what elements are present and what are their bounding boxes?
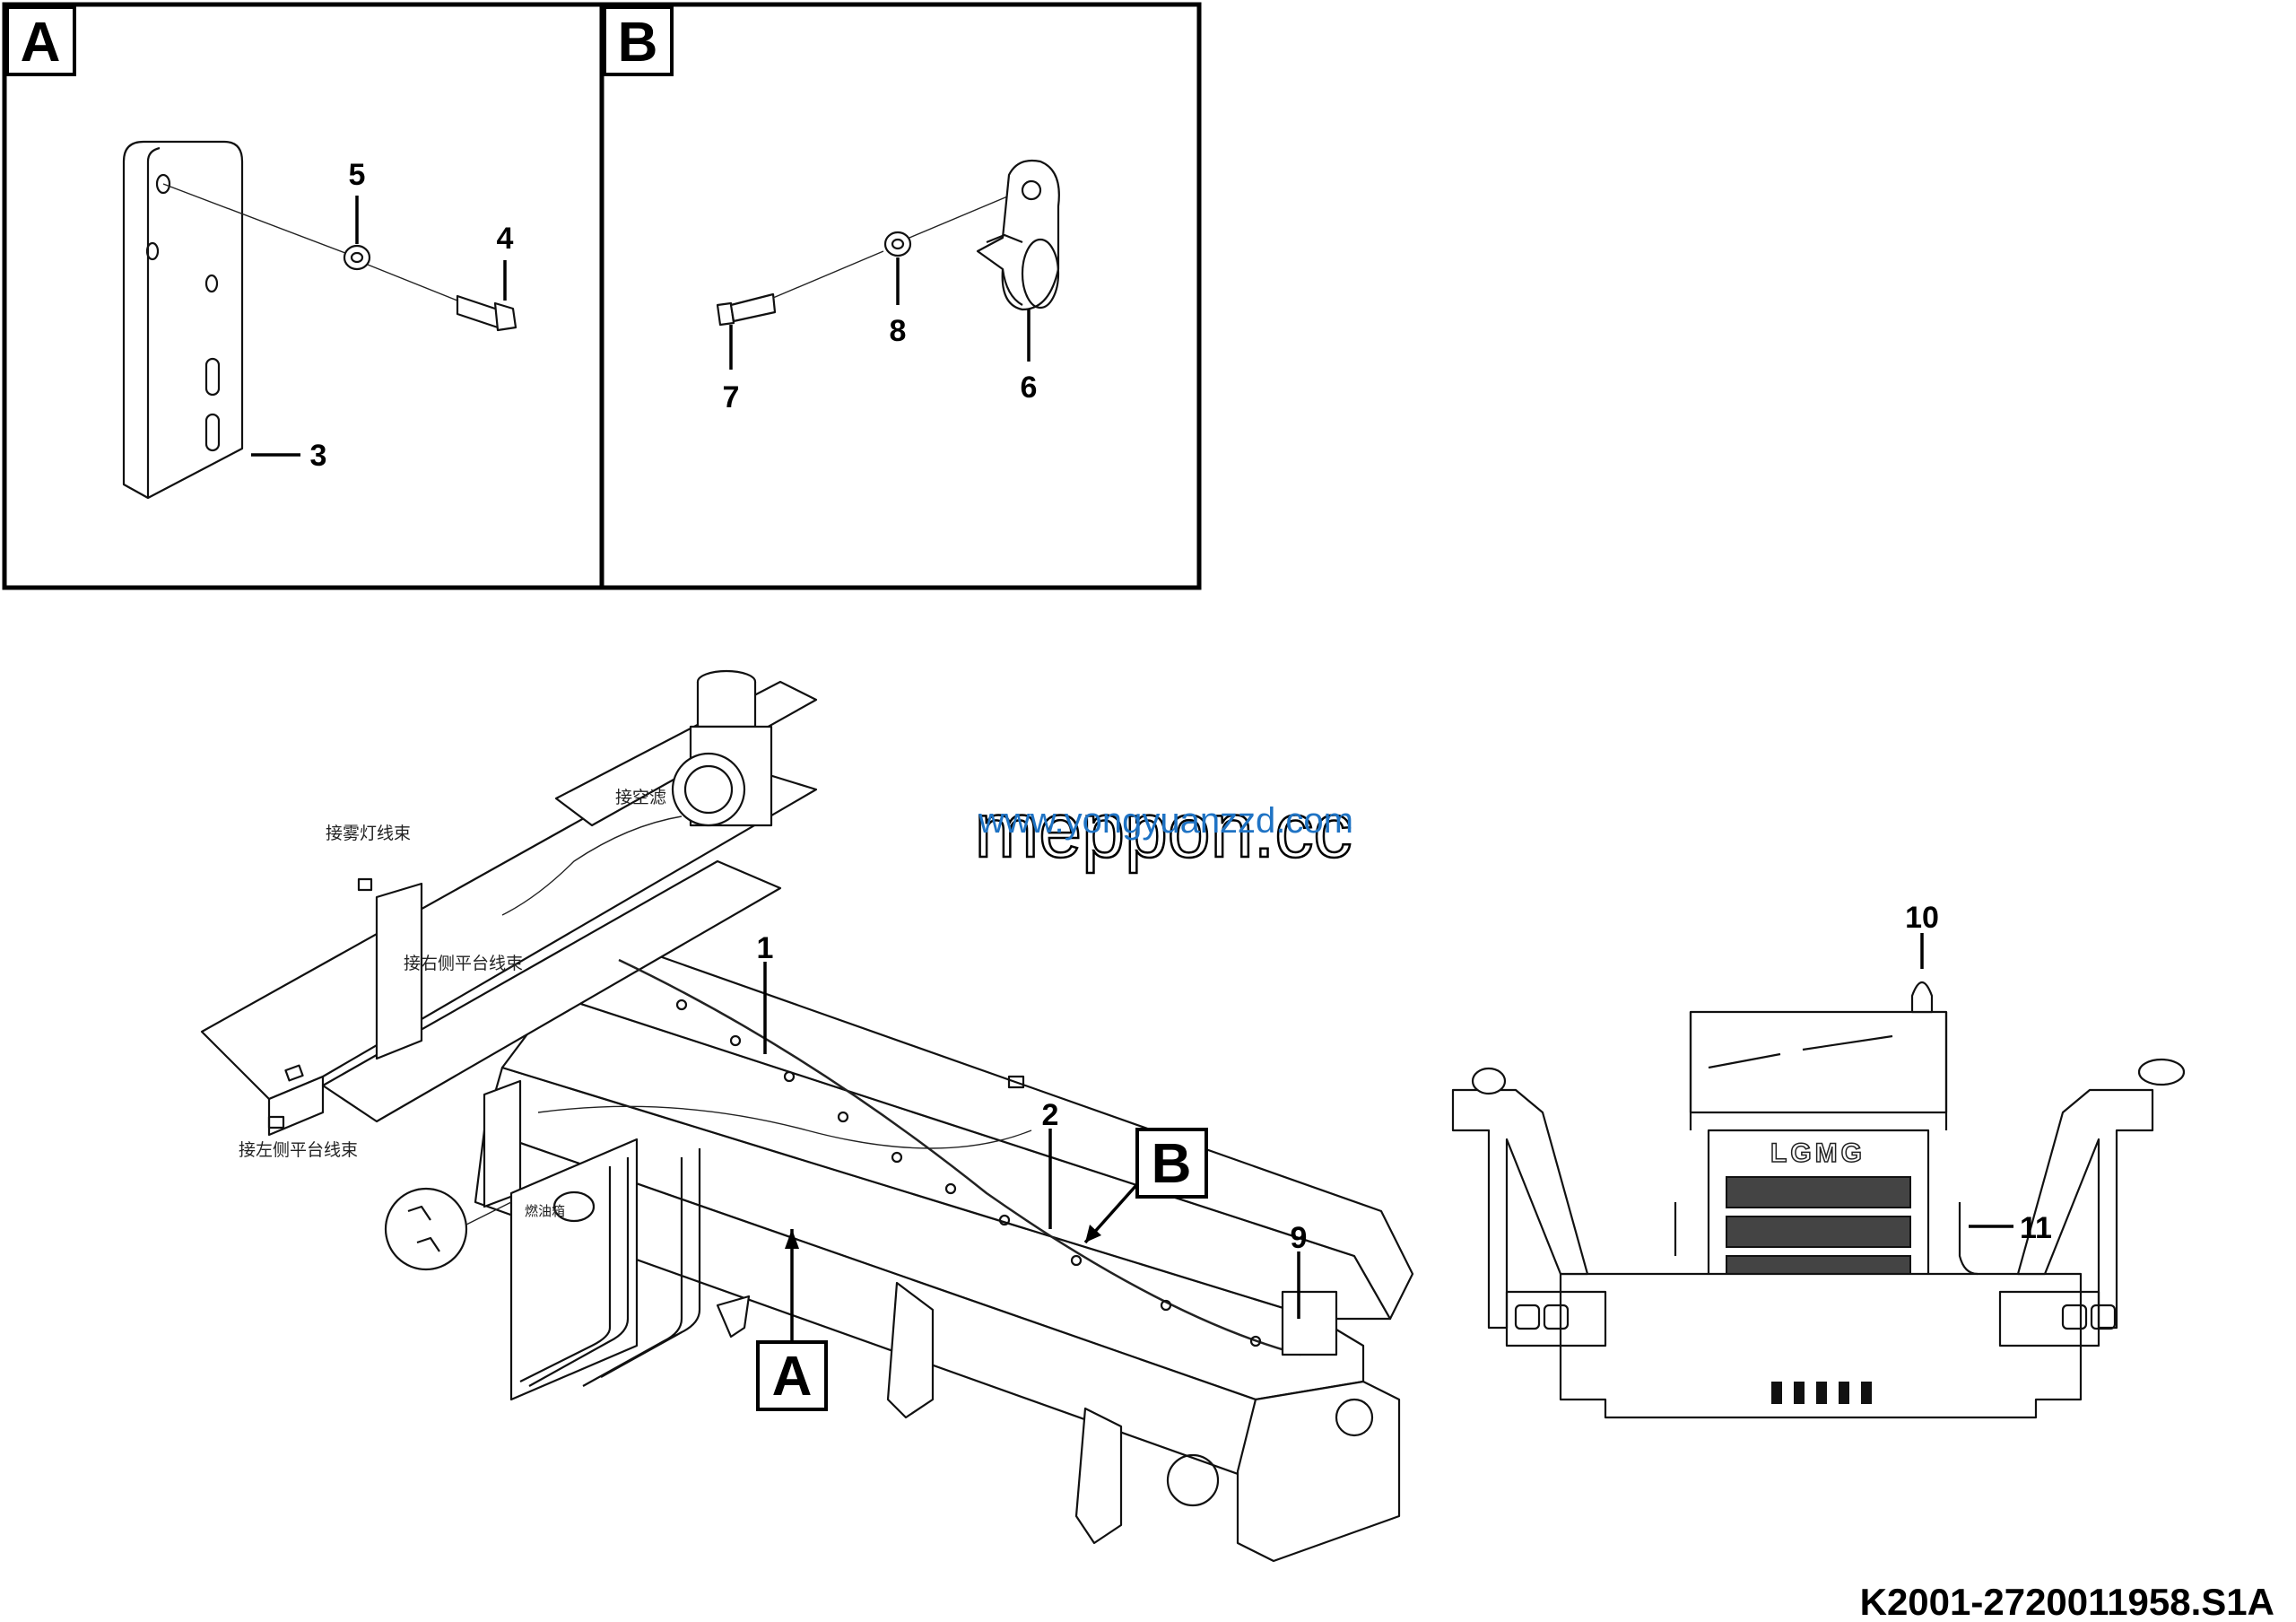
lgmg-logo: LGMG bbox=[1770, 1138, 1866, 1168]
label-fog-light-harness: 接雾灯线束 bbox=[326, 824, 411, 843]
chassis-frame-view: 1 2 9 B A 接雾灯线束 接空滤 接右侧平台线束 接左侧平台线束 燃油箱 bbox=[200, 669, 1414, 1563]
harness-clips bbox=[675, 998, 1262, 1347]
callout-8: 8 bbox=[890, 314, 907, 348]
connector-detail-circle bbox=[384, 1187, 468, 1271]
tail-lamps bbox=[1514, 1304, 2117, 1330]
washer-part bbox=[883, 231, 912, 257]
detail-ref-a: A bbox=[772, 1346, 813, 1408]
detail-panel-a: A 5 4 3 bbox=[2, 2, 604, 590]
callout-4: 4 bbox=[497, 222, 514, 256]
watermark-blue: www.yongyuanzzd.com bbox=[978, 801, 1353, 841]
detail-ref-b-box bbox=[1135, 1128, 1208, 1199]
label-right-platform-harness: 接右侧平台线束 bbox=[404, 954, 523, 973]
right-horn bbox=[2137, 1058, 2186, 1086]
callout-6: 6 bbox=[1021, 371, 1038, 405]
callout-1: 1 bbox=[757, 931, 774, 965]
air-filter-assembly bbox=[671, 669, 773, 827]
watermark-outline: meppon.cc bbox=[975, 788, 1352, 874]
panel-b-letter: B bbox=[618, 12, 658, 74]
panel-a-letter-box bbox=[5, 5, 76, 76]
detail-ref-b: B bbox=[1152, 1133, 1192, 1195]
left-horn bbox=[1471, 1067, 1507, 1095]
rear-junction-box bbox=[1281, 1290, 1338, 1356]
panel-b-letter-box bbox=[603, 5, 674, 76]
fuel-tank bbox=[509, 1138, 701, 1401]
rear-view: 10 LGMG 11 bbox=[1451, 901, 2186, 1419]
callout-3: 3 bbox=[310, 439, 327, 473]
callout-11: 11 bbox=[2020, 1211, 2052, 1245]
bolt-part bbox=[456, 294, 517, 332]
beacon-light bbox=[1910, 981, 1934, 1014]
bumper-slots bbox=[1771, 1382, 1872, 1404]
callout-10: 10 bbox=[1905, 901, 1939, 935]
callout-2: 2 bbox=[1042, 1098, 1059, 1132]
washer-part bbox=[343, 244, 371, 271]
angle-bracket-part bbox=[122, 140, 244, 500]
detail-panel-b: B 7 8 6 bbox=[599, 2, 1202, 590]
detail-ref-a-box bbox=[756, 1340, 828, 1411]
panel-a-letter: A bbox=[21, 12, 61, 74]
drawing-code: K2001-2720011958.S1A bbox=[1860, 1581, 2274, 1622]
callout-9: 9 bbox=[1291, 1221, 1308, 1255]
label-air-filter: 接空滤 bbox=[615, 788, 666, 807]
pipe-clamp-part bbox=[976, 159, 1060, 311]
bolt-part bbox=[716, 292, 777, 327]
label-left-platform-harness: 接左侧平台线束 bbox=[239, 1140, 358, 1160]
callout-5: 5 bbox=[349, 158, 366, 192]
callout-7: 7 bbox=[723, 380, 740, 414]
label-fuel-tank: 燃油箱 bbox=[525, 1203, 565, 1219]
